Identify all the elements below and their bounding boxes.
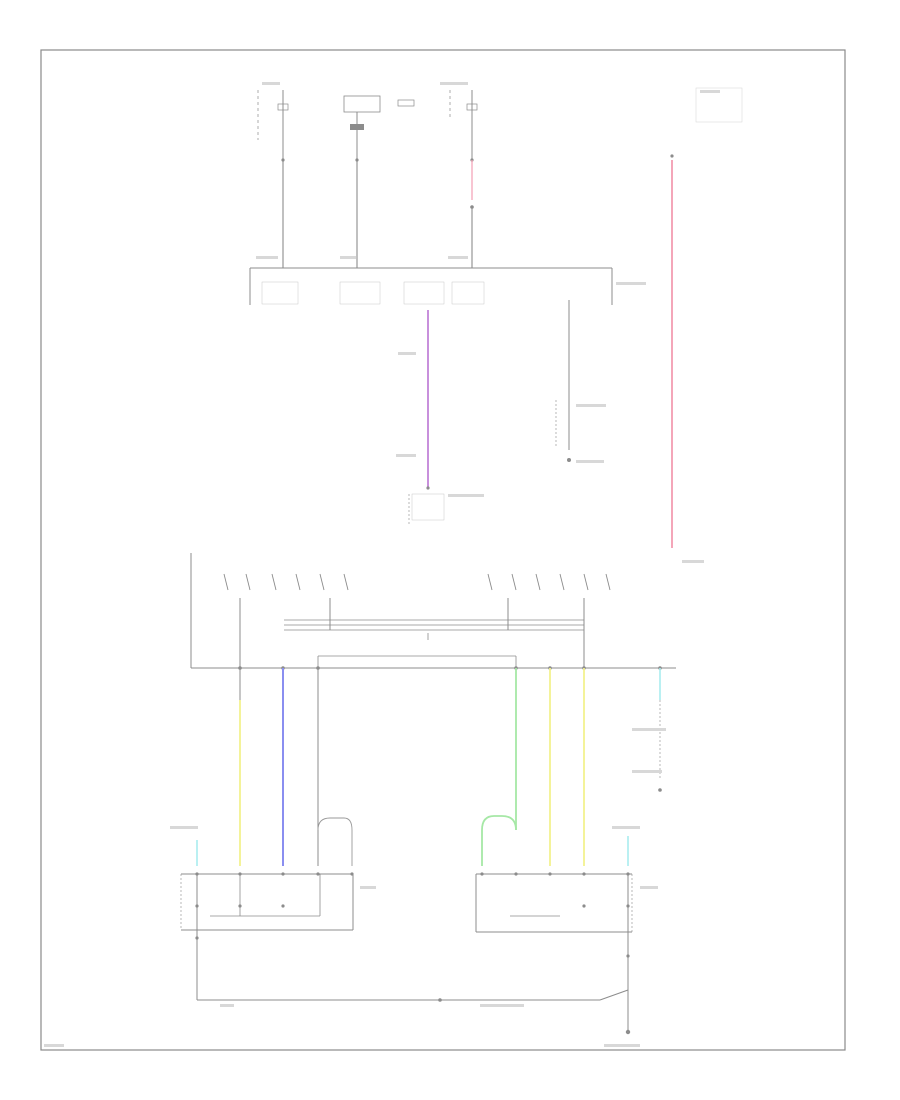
connector-right-top <box>695 87 743 123</box>
diagram-frame <box>40 49 846 1051</box>
right-power-window-motor <box>475 836 633 990</box>
left-power-window-motor <box>180 840 354 1000</box>
annotation-marks <box>44 82 720 1047</box>
ground-block <box>555 300 571 462</box>
window-switch-block <box>190 553 676 669</box>
junction-connector-top <box>249 267 613 305</box>
component-center <box>408 493 445 524</box>
wire-green-loop <box>481 815 517 866</box>
ground-return <box>197 989 631 1035</box>
wire-loop-left <box>317 817 353 866</box>
relay-box <box>343 95 381 113</box>
fuse-block-top <box>257 90 478 162</box>
